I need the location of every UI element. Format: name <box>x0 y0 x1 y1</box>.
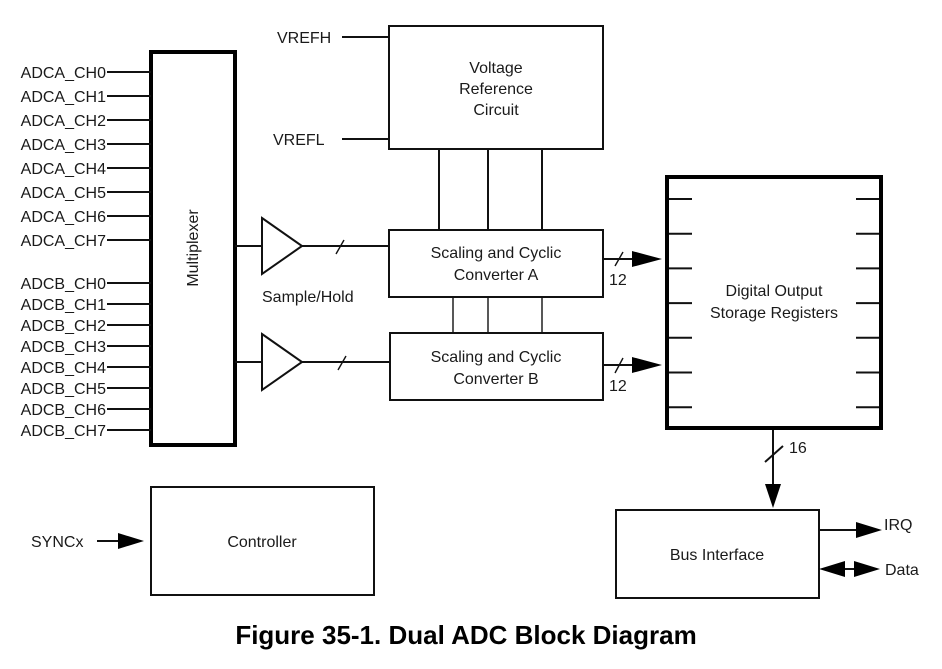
adca-channel-label: ADCA_CH5 <box>21 185 106 202</box>
storage-registers-box <box>665 175 883 430</box>
bus-interface-box <box>615 509 820 599</box>
sample-hold-a-amplifier-icon <box>261 216 304 276</box>
converter-a-label-line2: Converter A <box>454 267 539 284</box>
adca-channel-label: ADCA_CH2 <box>21 113 106 130</box>
converter-b-label-line2: Converter B <box>453 371 538 388</box>
converter-b-label-line1: Scaling and Cyclic <box>431 349 562 366</box>
converter-b-width: 12 <box>609 378 627 395</box>
data-left-arrow-icon <box>819 561 845 577</box>
controller-box <box>150 486 375 596</box>
data-label: Data <box>885 562 919 579</box>
controller-label: Controller <box>227 534 297 551</box>
adcb-channel-label: ADCB_CH7 <box>21 423 106 440</box>
storage-registers-label-line2: Storage Registers <box>710 305 838 322</box>
voltage-reference-block: Voltage Reference Circuit <box>388 25 604 150</box>
bus-interface-block: Bus Interface <box>615 509 820 599</box>
adca-inputs: ADCA_CH0ADCA_CH1ADCA_CH2ADCA_CH3ADCA_CH4… <box>21 65 151 250</box>
controller-block: Controller <box>150 486 375 596</box>
converter-a-label-line1: Scaling and Cyclic <box>431 245 562 262</box>
data-right-arrow-icon <box>854 561 880 577</box>
voltage-reference-label-line1: Voltage <box>469 60 522 77</box>
adcb-channel-label: ADCB_CH0 <box>21 276 106 293</box>
converter-b-box <box>389 332 604 401</box>
multiplexer-block: Multiplexer <box>149 50 237 447</box>
storage-registers-block: Digital Output Storage Registers <box>665 175 883 430</box>
multiplexer-label: Multiplexer <box>185 209 202 287</box>
storage-to-bus-width: 16 <box>789 440 807 457</box>
adcb-channel-label: ADCB_CH5 <box>21 381 106 398</box>
bus-slash-16 <box>764 445 784 463</box>
bus-slash-12b <box>614 357 624 374</box>
bus-interface-label: Bus Interface <box>670 547 764 564</box>
storage-registers-label-line1: Digital Output <box>726 283 823 300</box>
sample-hold-label: Sample/Hold <box>262 289 354 306</box>
converter-a-box <box>388 229 604 298</box>
irq-arrow-icon <box>856 522 882 538</box>
bus-slash-b <box>337 355 347 371</box>
figure-caption: Figure 35-1. Dual ADC Block Diagram <box>235 620 696 650</box>
adcb-channel-label: ADCB_CH1 <box>21 297 106 314</box>
adca-channel-label: ADCA_CH4 <box>21 161 106 178</box>
adcb-channel-label: ADCB_CH4 <box>21 360 106 377</box>
voltage-reference-box <box>388 25 604 150</box>
register-ticks <box>669 198 879 409</box>
multiplexer-box <box>149 50 237 447</box>
adca-channel-label: ADCA_CH3 <box>21 137 106 154</box>
adca-channel-label: ADCA_CH7 <box>21 233 106 250</box>
sync-label: SYNCx <box>31 534 83 551</box>
bus-slash-a <box>335 239 345 255</box>
converter-b-block: Scaling and Cyclic Converter B <box>389 332 604 401</box>
converter-a-width: 12 <box>609 272 627 289</box>
converter-b-arrow-icon <box>632 357 662 373</box>
adca-channel-label: ADCA_CH0 <box>21 65 106 82</box>
voltage-reference-label-line3: Circuit <box>473 102 519 119</box>
adcb-channel-label: ADCB_CH6 <box>21 402 106 419</box>
vrefl-label: VREFL <box>273 132 325 149</box>
adca-channel-label: ADCA_CH1 <box>21 89 106 106</box>
adcb-channel-label: ADCB_CH3 <box>21 339 106 356</box>
sample-hold-b-amplifier-icon <box>261 332 304 392</box>
vrefh-label: VREFH <box>277 30 331 47</box>
adca-channel-label: ADCA_CH6 <box>21 209 106 226</box>
storage-to-bus-arrow-icon <box>765 484 781 508</box>
sync-arrow-icon <box>118 533 144 549</box>
voltage-reference-label-line2: Reference <box>459 81 533 98</box>
adcb-inputs: ADCB_CH0ADCB_CH1ADCB_CH2ADCB_CH3ADCB_CH4… <box>21 276 151 440</box>
irq-label: IRQ <box>884 517 912 534</box>
converter-a-arrow-icon <box>632 251 662 267</box>
converter-a-block: Scaling and Cyclic Converter A <box>388 229 604 298</box>
bus-slash-12a <box>614 251 624 267</box>
adcb-channel-label: ADCB_CH2 <box>21 318 106 335</box>
